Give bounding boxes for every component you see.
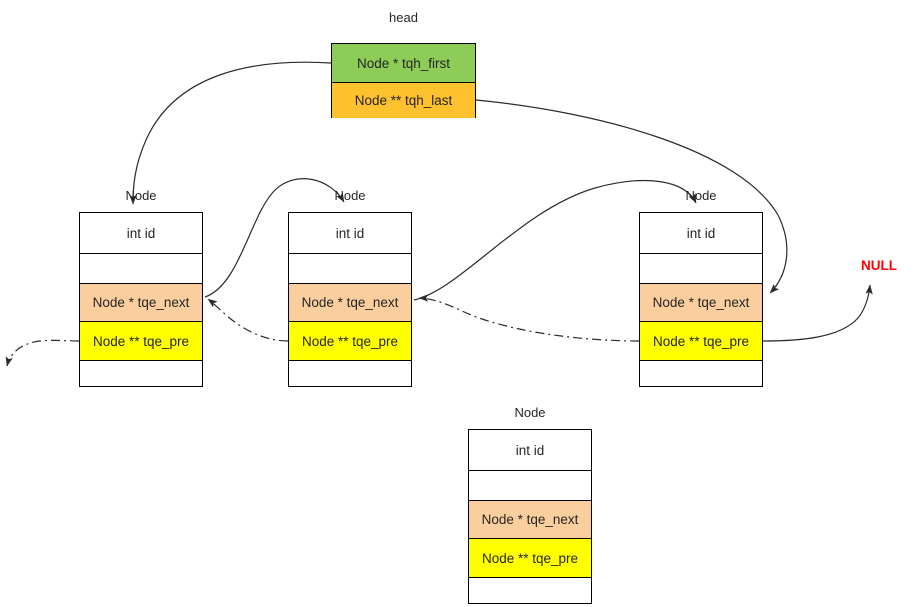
node-2-field-blank-upper [289,254,411,284]
node-4-field-blank-upper [469,471,591,501]
node-1-field-id: int id [80,213,202,254]
node-2-field-tqe-next: Node * tqe_next [289,284,411,322]
node-4: int id Node * tqe_next Node ** tqe_pre [468,429,592,604]
node-3-field-blank-lower [640,361,762,388]
head-field-tqh-last: Node ** tqh_last [332,83,475,118]
node-4-field-id: int id [469,430,591,471]
node-1-field-blank-lower [80,361,202,388]
edge-node3-pre-to-node2-next [418,294,640,342]
edge-tqh-first-to-node1 [129,61,332,205]
node-3-field-tqe-pre: Node ** tqe_pre [640,322,762,361]
head-field-tqh-first: Node * tqh_first [332,44,475,83]
node-4-field-blank-lower [469,578,591,605]
head-struct: Node * tqh_first Node ** tqh_last [331,43,476,118]
node-3-field-tqe-next: Node * tqe_next [640,284,762,322]
edge-node1-pre-to-left [5,339,80,367]
head-label: head [389,10,418,25]
node-1-field-blank-upper [80,254,202,284]
edge-node3-pre-to-null [762,284,873,342]
null-label: NULL [861,258,897,273]
node-2-label: Node [334,188,366,203]
node-1-field-tqe-pre: Node ** tqe_pre [80,322,202,361]
node-3-field-blank-upper [640,254,762,284]
node-1-field-tqe-next: Node * tqe_next [80,284,202,322]
node-2-field-id: int id [289,213,411,254]
node-2-field-blank-lower [289,361,411,388]
node-2-field-tqe-pre: Node ** tqe_pre [289,322,411,361]
node-3-label: Node [685,188,717,203]
node-4-field-tqe-pre: Node ** tqe_pre [469,539,591,578]
node-1: int id Node * tqe_next Node ** tqe_pre [79,212,203,387]
node-2: int id Node * tqe_next Node ** tqe_pre [288,212,412,387]
node-3: int id Node * tqe_next Node ** tqe_pre [639,212,763,387]
edge-node2-pre-to-node1-next [207,298,289,342]
node-1-label: Node [125,188,157,203]
node-4-field-tqe-next: Node * tqe_next [469,501,591,539]
node-3-field-id: int id [640,213,762,254]
node-4-label: Node [514,405,546,420]
